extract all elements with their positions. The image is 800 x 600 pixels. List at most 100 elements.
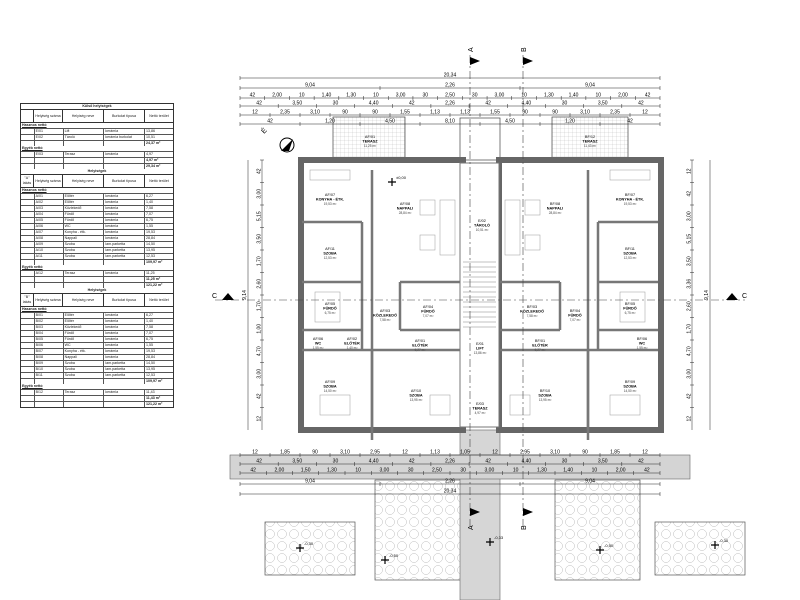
section-label: A xyxy=(468,47,475,52)
dimension-value: 10 xyxy=(592,468,598,474)
room-area: 11,43 m² xyxy=(584,144,596,148)
dimension-value: 10 xyxy=(373,93,379,99)
dimension-value: 5,15 xyxy=(687,234,693,244)
dimension-value: 3,00 xyxy=(380,468,390,474)
table-cell xyxy=(21,236,35,241)
room-code: BF/07 xyxy=(625,193,635,197)
table-cell: kerámia xyxy=(104,337,145,342)
dimension-total: 9,14 xyxy=(704,290,710,300)
dimension-value: 1,30 xyxy=(537,468,547,474)
table-cell: 13,86 xyxy=(145,129,155,133)
dimension-value: 90 xyxy=(312,450,318,456)
furniture xyxy=(419,199,436,216)
dimension-value: 90 xyxy=(342,110,348,116)
room-area: 19,53 m² xyxy=(324,202,337,206)
furniture xyxy=(609,169,651,181)
room-name: FÜRDŐ xyxy=(568,313,582,318)
table-cell xyxy=(35,283,64,288)
table-total-row: 11,43 m² xyxy=(21,395,173,401)
dimension-value: 1,40 xyxy=(322,93,332,99)
dimension-value: 10 xyxy=(595,93,601,99)
room-area: 6,75 m² xyxy=(625,311,636,315)
table-cell: kerámia xyxy=(104,236,145,241)
dimension-value: 42 xyxy=(687,393,693,399)
room-area: 13,95 m² xyxy=(539,398,552,402)
table-cell xyxy=(21,135,35,140)
table-cell xyxy=(64,396,105,401)
table-header-cell: Burkolat típusa xyxy=(104,175,145,187)
north-label: É xyxy=(259,126,269,136)
table-cell xyxy=(35,379,64,384)
room-name: SZOBA xyxy=(409,394,423,398)
room-area: 12,53 m² xyxy=(324,256,337,260)
dimension-value: 30 xyxy=(460,468,466,474)
table-cell: Előtér xyxy=(64,319,105,324)
dimension-value: 1,30 xyxy=(327,468,337,474)
section-flag-icon xyxy=(726,293,738,300)
room-name: KONYHA - ÉTK. xyxy=(316,197,344,202)
table-cell: lam.parketta xyxy=(104,242,145,247)
table-cell: Közlekedő xyxy=(64,206,105,211)
section-flag-icon xyxy=(523,508,533,516)
table-cell: B/10 xyxy=(35,367,64,372)
table-cell xyxy=(104,164,145,169)
table-cell: 14,50 xyxy=(145,242,155,246)
table-cell xyxy=(64,158,105,163)
table-cell: A/03 xyxy=(35,206,64,211)
table-cell xyxy=(21,283,35,288)
table-cell xyxy=(21,271,35,276)
room-name: SZOBA xyxy=(538,394,552,398)
dimension-value: 3,10 xyxy=(580,110,590,116)
table-cell: B/06 xyxy=(35,343,64,348)
table-cell xyxy=(64,141,105,146)
room-area: 11,25 m² xyxy=(364,144,376,148)
table-cell: B/12 xyxy=(35,390,64,395)
dimension-value: 42 xyxy=(485,459,491,465)
table-cell xyxy=(104,141,145,146)
table-cell xyxy=(21,254,35,259)
table-total-value: 121,22 m² xyxy=(145,402,163,406)
dimension-value: 3,00 xyxy=(495,93,505,99)
table-group-label: Egyéb nettó xyxy=(22,384,43,388)
table-cell: kerámia xyxy=(104,313,145,318)
table-cell: 13,95 xyxy=(145,248,155,252)
room-name: LIFT xyxy=(476,347,485,351)
table-cell xyxy=(21,390,35,395)
table-cell xyxy=(104,277,145,282)
table-cell: B/11 xyxy=(35,373,64,378)
dimension-value: 2,00 xyxy=(272,93,282,99)
room-name: WC xyxy=(639,342,646,346)
dimension-value: 2,35 xyxy=(280,110,290,116)
room-name: KÖZLEKEDŐ xyxy=(373,313,397,318)
table-cell: kerámia xyxy=(104,212,145,217)
room-code: AF/08 xyxy=(400,202,410,206)
dimension-value: 12 xyxy=(492,450,498,456)
table-cell: B/05 xyxy=(35,337,64,342)
table-cell: lam.parketta xyxy=(104,373,145,378)
table-cell: Terasz xyxy=(64,390,105,395)
room-name: FÜRDŐ xyxy=(623,306,637,311)
table-cell: 1,40 xyxy=(145,319,153,323)
dimension-value: 42 xyxy=(256,459,262,465)
table-cell: B/09 xyxy=(35,361,64,366)
paved-area xyxy=(264,521,356,576)
sidewalk-strip xyxy=(229,454,691,480)
table-header-cell: Helyiség neve xyxy=(63,110,104,122)
furniture xyxy=(504,199,521,256)
dimension-value: 42 xyxy=(409,101,415,107)
room-name: TERASZ xyxy=(472,407,488,411)
dimension-value: 1,13 xyxy=(430,450,440,456)
room-code: AF/05 xyxy=(325,302,335,306)
furniture xyxy=(419,234,436,251)
table-cell: 1,40 xyxy=(145,200,153,204)
dimension-value: 30 xyxy=(562,459,568,465)
room-area: 13,86 m² xyxy=(474,351,487,355)
dimension-value: 42 xyxy=(267,119,273,125)
table-cell xyxy=(21,343,35,348)
table-cell xyxy=(21,349,35,354)
